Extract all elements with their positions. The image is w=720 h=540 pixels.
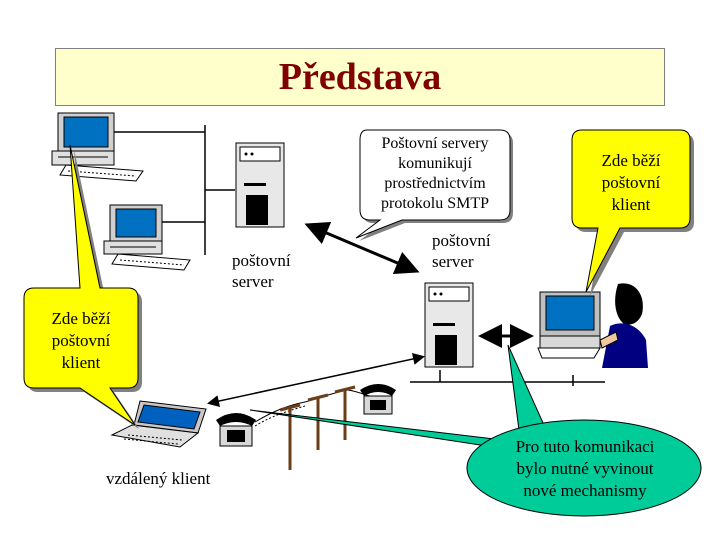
callout-client-left: [23, 144, 142, 429]
phone-line: [254, 389, 377, 427]
label-server-left: poštovní server: [232, 251, 291, 291]
lan-right-wiring: [410, 370, 605, 386]
remote-link-arrow: [207, 353, 425, 407]
page-title: Představa: [278, 56, 442, 98]
smtp-link-arrow: [304, 221, 420, 275]
telephone-icon: [216, 413, 256, 447]
callout-smtp: [355, 129, 513, 241]
callout-smtp-text: Poštovní servery komunikují prostřednict…: [380, 135, 489, 212]
server-tower-icon: [235, 142, 285, 228]
label-server-right: poštovní server: [432, 231, 491, 271]
telephone-icon: [360, 384, 396, 415]
callout-client-right-text: Zde běží poštovní klient: [601, 151, 661, 214]
callout-mechanisms-text: Pro tuto komunikaci bylo nutné vyvinout …: [515, 437, 655, 500]
person-at-computer-icon: [537, 283, 648, 368]
telephone-pole-icon: [279, 385, 356, 470]
laptop-icon: [110, 400, 207, 448]
callout-client-left-text: Zde běží poštovní klient: [51, 309, 111, 372]
label-remote-client: vzdálený klient: [106, 469, 211, 488]
title-box: Představa: [55, 48, 665, 106]
desktop-computer-icon: [51, 112, 144, 182]
server-tower-icon: [424, 282, 474, 368]
desktop-computer-icon: [103, 204, 191, 271]
callout-client-right: [571, 129, 694, 296]
callout-mechanisms: [249, 344, 702, 517]
